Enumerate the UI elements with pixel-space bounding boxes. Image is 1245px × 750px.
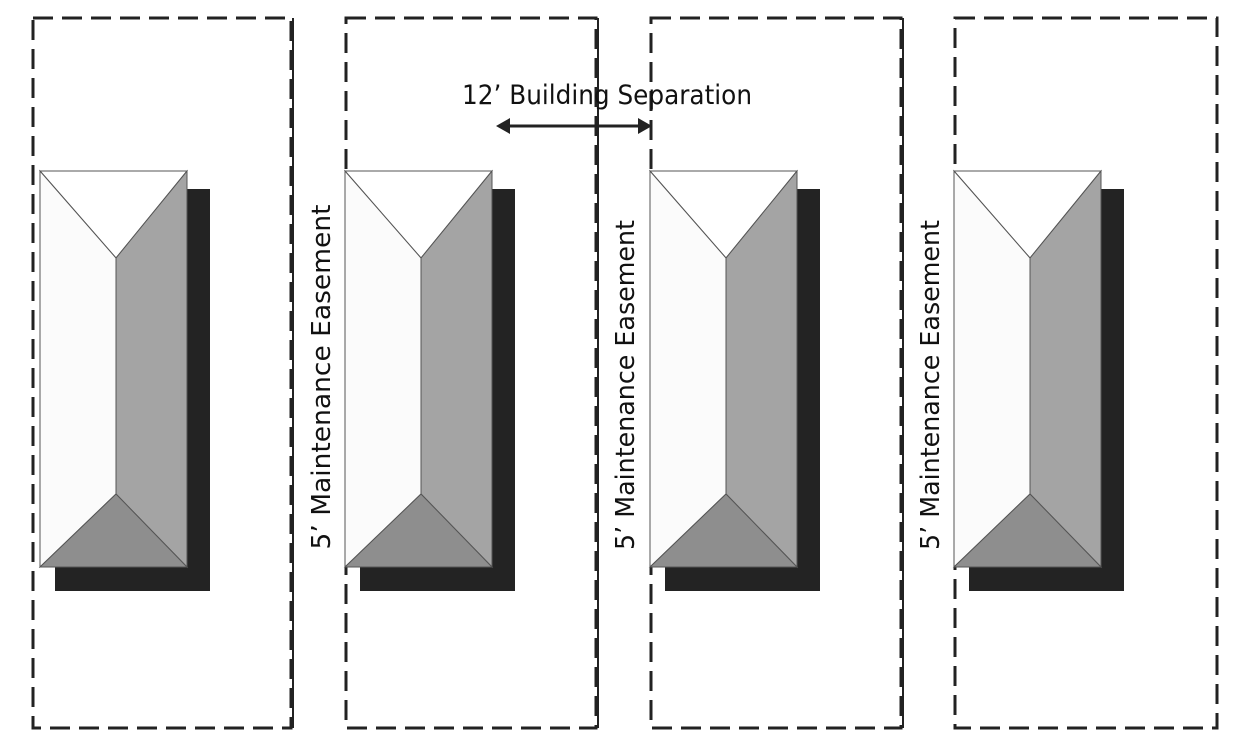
building-1 (38, 169, 210, 591)
roof-face-bottom (38, 493, 189, 568)
building-2 (343, 169, 515, 591)
roof-face-bottom (952, 493, 1103, 568)
lot-boundaries (31, 16, 1219, 730)
building-3 (648, 169, 820, 591)
separation-arrowhead-left (496, 118, 510, 134)
easement-label-2: 5’ Maintenance Easement (611, 220, 641, 550)
roof-face-bottom (648, 493, 799, 568)
lot-boundary-3 (649, 16, 903, 730)
easement-lines (292, 18, 904, 728)
easement-label-3: 5’ Maintenance Easement (916, 220, 946, 550)
lot-boundary-4 (953, 16, 1219, 730)
easement-label-1: 5’ Maintenance Easement (307, 205, 337, 550)
lot-boundary-2 (344, 16, 598, 730)
roof-face-bottom (343, 493, 494, 568)
separation-label: 12’ Building Separation (462, 80, 752, 111)
lot-boundary-1 (31, 16, 293, 730)
separation-dimension (496, 118, 652, 134)
separation-arrowhead-right (638, 118, 652, 134)
building-4 (952, 169, 1124, 591)
buildings (38, 169, 1124, 591)
